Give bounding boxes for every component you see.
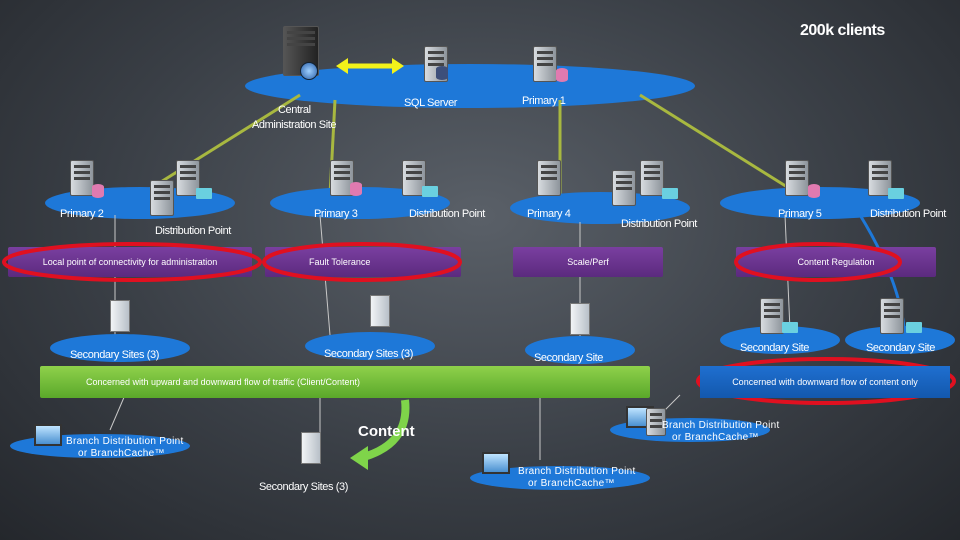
primary3-label: Primary 3	[314, 208, 358, 220]
secondary5-folder-icon	[906, 322, 922, 333]
branch2-ellipse	[470, 466, 650, 490]
primary4-server-icon	[537, 160, 561, 196]
primary2-database-icon	[92, 184, 104, 198]
secondary3-label: Secondary Site	[534, 352, 603, 364]
primary5-label: Primary 5	[778, 208, 822, 220]
branch3-server-icon	[646, 408, 666, 436]
bar-fault-tolerance: Fault Tolerance	[265, 247, 461, 277]
branch2-label: Branch Distribution Point or BranchCache…	[518, 466, 636, 490]
branch2-pc-icon	[482, 452, 510, 474]
content-label: Content	[358, 423, 415, 440]
secondary6-server-icon	[301, 432, 321, 464]
sql-server-label: SQL Server	[404, 97, 458, 109]
dp5-folder-icon	[888, 188, 904, 199]
secondary6-label: Secondary Sites (3)	[259, 481, 348, 493]
primary3-database-icon	[350, 182, 362, 196]
primary5-server-icon	[785, 160, 809, 196]
primary1-database-icon	[556, 68, 568, 82]
sec3-ellipse	[525, 336, 635, 364]
branch3-label: Branch Distribution Point or BranchCache…	[662, 420, 780, 444]
replication-arrow-right	[392, 58, 404, 74]
dp5-label: Distribution Point	[870, 208, 946, 220]
dp3-folder-icon	[422, 186, 438, 197]
primary4-label: Primary 4	[527, 208, 571, 220]
dp2-folder-icon	[196, 188, 212, 199]
primary5-database-icon	[808, 184, 820, 198]
dp2-label: Distribution Point	[155, 225, 231, 237]
central-label-line1: Central	[278, 104, 311, 116]
bar-content-regulation: Content Regulation	[736, 247, 936, 277]
secondary4-label: Secondary Site	[740, 342, 809, 354]
primary2-server-icon	[70, 160, 94, 196]
branch2-line2: or BranchCache™	[528, 478, 615, 489]
branch1-line2: or BranchCache™	[78, 448, 165, 459]
page-title: 200k clients	[800, 22, 885, 39]
primary1-label: Primary 1	[522, 95, 566, 107]
sec4-ellipse	[720, 326, 840, 354]
bar-local-admin: Local point of connectivity for administ…	[8, 247, 252, 277]
dp2-server-icon	[150, 180, 174, 216]
content-arrow	[358, 399, 410, 462]
secondary3-server-icon	[570, 303, 590, 335]
bar-scale-perf: Scale/Perf	[513, 247, 663, 277]
branch2-line1: Branch Distribution Point	[518, 466, 636, 477]
sql-database-icon	[436, 66, 448, 80]
replication-arrow-left	[336, 58, 348, 74]
sec2-ellipse	[305, 332, 435, 360]
central-ellipse	[245, 64, 695, 108]
branch3-line2: or BranchCache™	[672, 432, 759, 443]
dp5-server-icon	[868, 160, 892, 196]
dp4b-server-icon	[640, 160, 664, 196]
secondary2-label: Secondary Sites (3)	[324, 348, 413, 360]
globe-icon	[300, 62, 318, 80]
primary4-ellipse	[510, 192, 690, 224]
secondary5-label: Secondary Site	[866, 342, 935, 354]
primary2-label: Primary 2	[60, 208, 104, 220]
link-primary5	[639, 93, 801, 197]
link-branch1	[109, 394, 126, 431]
dp4-server-icon	[612, 170, 636, 206]
upward-downward-bar: Concerned with upward and downward flow …	[40, 366, 650, 398]
secondary4-server-icon	[760, 298, 784, 334]
secondary5-server-icon	[880, 298, 904, 334]
central-label-line2: Administration Site	[252, 119, 337, 131]
secondary1-label: Secondary Sites (3)	[70, 349, 159, 361]
sec1-ellipse	[50, 334, 190, 362]
dp4-label: Distribution Point	[621, 218, 697, 230]
content-arrowhead	[350, 446, 368, 470]
secondary4-folder-icon	[782, 322, 798, 333]
dp3-label: Distribution Point	[409, 208, 485, 220]
secondary2-server-icon	[370, 295, 390, 327]
branch1-line1: Branch Distribution Point	[66, 436, 184, 447]
sec5-ellipse	[845, 326, 955, 354]
central-server-icon	[283, 26, 319, 76]
branch1-label: Branch Distribution Point or BranchCache…	[66, 436, 184, 460]
secondary1-server-icon	[110, 300, 130, 332]
branch1-pc-icon	[34, 424, 62, 446]
branch3-line1: Branch Distribution Point	[662, 420, 780, 431]
primary1-server-icon	[533, 46, 557, 82]
downward-only-bar: Concerned with downward flow of content …	[700, 366, 950, 398]
link-primary2	[139, 93, 301, 197]
dp4-folder-icon	[662, 188, 678, 199]
